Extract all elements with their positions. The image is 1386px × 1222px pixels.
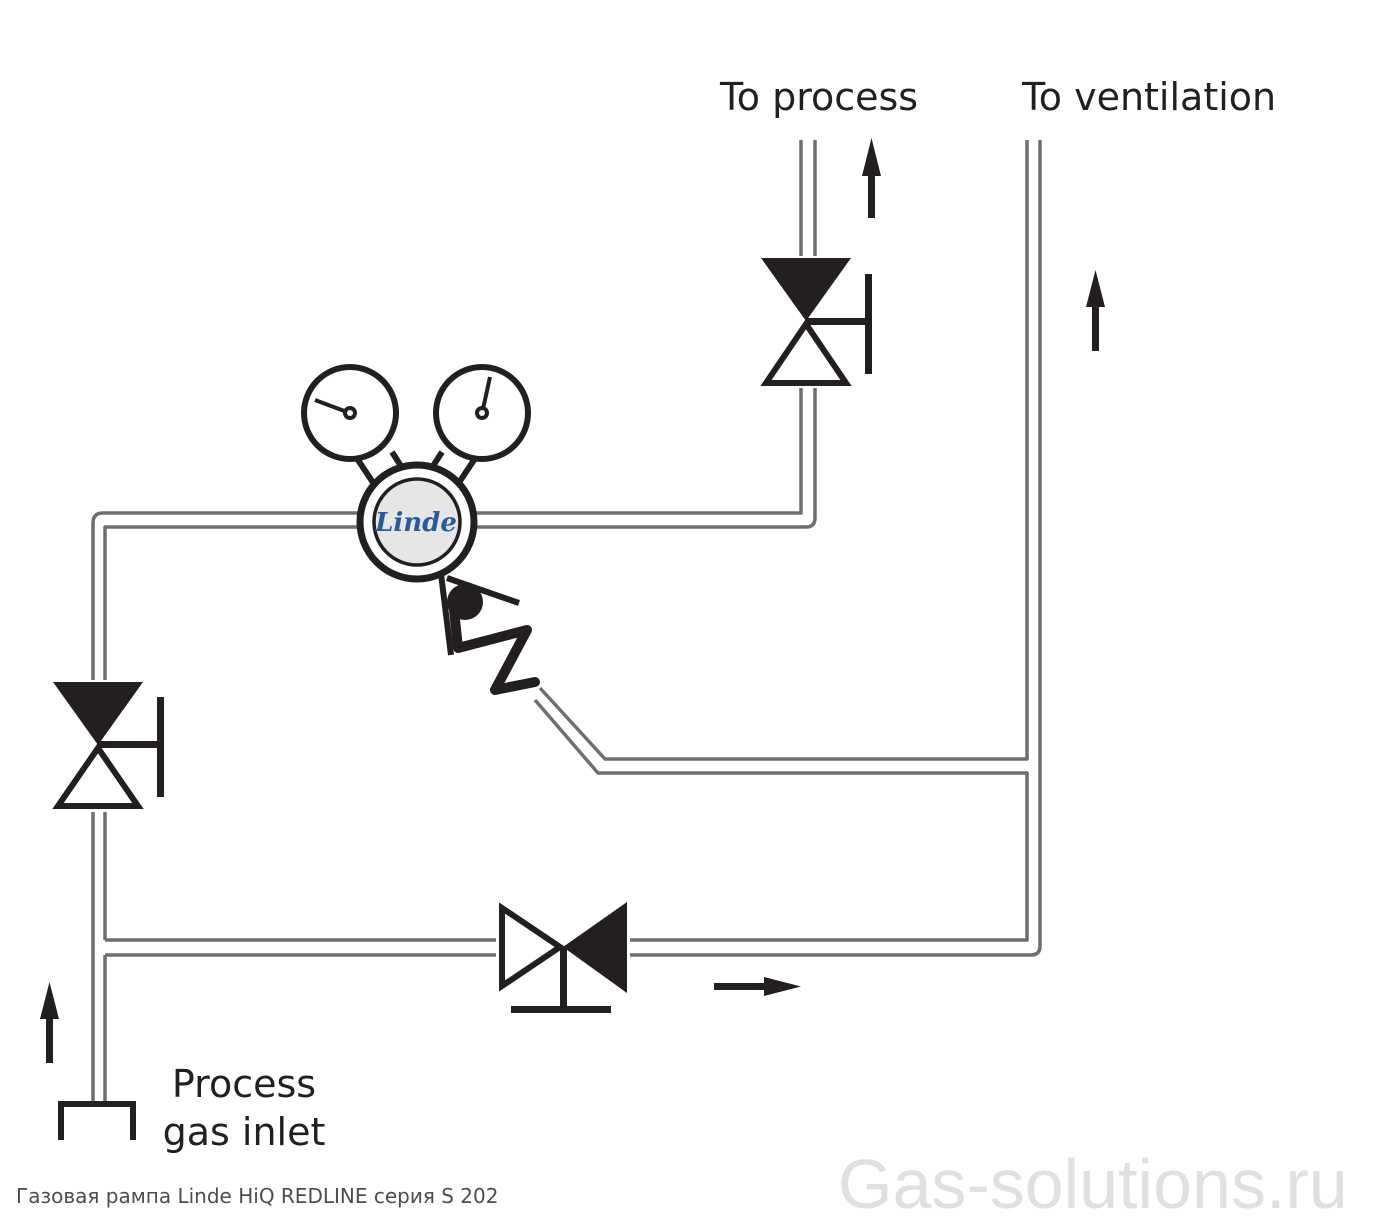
linde-logo: Linde bbox=[374, 508, 457, 538]
pipe-inlet-left-wall bbox=[91, 511, 360, 1105]
flow-arrow-bypass-icon bbox=[714, 977, 801, 996]
relief-valve bbox=[438, 573, 540, 695]
valve-handle bbox=[157, 697, 164, 797]
pressure-regulator[interactable]: Linde bbox=[356, 461, 478, 583]
gauge-needle bbox=[314, 398, 348, 414]
valve-stem bbox=[98, 741, 160, 748]
valve-stem bbox=[806, 318, 868, 325]
flow-arrow-process-icon bbox=[862, 138, 881, 218]
bypass-valve[interactable] bbox=[499, 902, 627, 1013]
relief-seat bbox=[438, 573, 454, 656]
relief-spring-icon bbox=[449, 605, 540, 695]
figure-caption: Газовая рампа Linde HiQ REDLINE серия S … bbox=[16, 1184, 498, 1208]
flow-arrow-inlet-icon bbox=[40, 982, 59, 1063]
valve-handle bbox=[865, 274, 872, 374]
label-to-ventilation: To ventilation bbox=[1021, 75, 1276, 119]
label-inlet-line1: Process bbox=[172, 1062, 316, 1106]
pipe-outlet-lower-wall bbox=[475, 140, 817, 529]
inlet-pressure-gauge bbox=[301, 364, 399, 462]
pipe-bypass-upper-wall bbox=[105, 698, 1029, 942]
pipe-outlet-upper-wall bbox=[475, 140, 803, 515]
inlet-connector-icon bbox=[58, 1101, 136, 1140]
label-to-process: To process bbox=[719, 75, 918, 119]
valve-closed-half bbox=[761, 258, 851, 321]
flow-arrow-ventilation-icon bbox=[1086, 270, 1105, 351]
pipe-inlet-right-wall bbox=[103, 525, 358, 1105]
process-valve[interactable] bbox=[760, 258, 872, 386]
valve-stem bbox=[560, 947, 567, 1009]
regulator-face bbox=[372, 477, 462, 567]
pipe-bypass-lower-wall bbox=[105, 140, 1042, 957]
watermark: Gas-solutions.ru bbox=[838, 1145, 1348, 1222]
valve-open-half bbox=[52, 742, 144, 809]
relief-lever bbox=[446, 575, 520, 606]
valve-open-half bbox=[760, 318, 852, 386]
outlet-pressure-gauge bbox=[433, 364, 531, 462]
gauge-pivot bbox=[475, 406, 489, 420]
label-inlet-line2: gas inlet bbox=[163, 1110, 326, 1154]
valve-closed-half bbox=[53, 682, 143, 745]
gauge-needle bbox=[481, 376, 492, 410]
valve-open-half bbox=[499, 902, 566, 992]
gauge-pivot bbox=[343, 406, 357, 420]
valve-handle bbox=[511, 1006, 611, 1013]
valve-closed-half bbox=[563, 902, 627, 993]
pipe-vent-inner-wall bbox=[538, 140, 1029, 761]
inlet-valve[interactable] bbox=[52, 682, 164, 809]
